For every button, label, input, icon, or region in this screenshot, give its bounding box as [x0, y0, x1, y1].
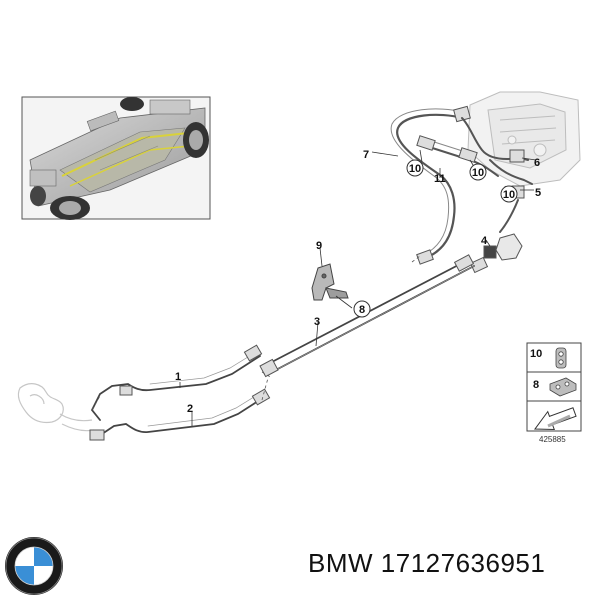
part-caption: BMW 17127636951 [308, 548, 545, 579]
svg-text:10: 10 [409, 163, 421, 175]
circled-callouts: 10 10 10 8 [353, 159, 518, 318]
leader-lines [179, 149, 537, 426]
radiator-ghost [17, 383, 95, 432]
part-4-valve [469, 233, 523, 274]
legend-item-10: 10 [530, 348, 542, 360]
callout-3: 3 [314, 316, 320, 328]
legend-item-8: 8 [533, 379, 539, 391]
legend-box: 10 8 425885 [526, 342, 582, 444]
holder-icon [549, 377, 577, 397]
callout-4: 4 [481, 235, 488, 247]
cooler-housing [467, 91, 581, 187]
pipe-7 [390, 108, 464, 260]
pipe-2 [101, 391, 267, 435]
circled-callout-8: 8 [353, 300, 371, 318]
circled-callout-10-c: 10 [500, 185, 518, 203]
reference-number: 425885 [539, 435, 566, 444]
svg-text:10: 10 [472, 167, 484, 179]
vehicle-inset [21, 96, 211, 220]
clip-icon [555, 347, 567, 369]
bracket-9 [311, 263, 349, 301]
part-number: 17127636951 [380, 548, 546, 578]
callout-labels: 7 11 6 5 4 9 3 1 2 [175, 149, 541, 415]
pipe-3 [267, 259, 475, 373]
callout-7: 7 [363, 149, 369, 161]
callout-11: 11 [434, 173, 446, 185]
pipe-3-ends [259, 254, 475, 378]
circled-callout-10-b: 10 [469, 163, 487, 181]
brand-name: BMW [308, 548, 374, 578]
callout-2: 2 [187, 403, 193, 415]
callout-9: 9 [316, 240, 322, 252]
callout-5: 5 [535, 187, 541, 199]
svg-text:10: 10 [503, 189, 515, 201]
callout-1: 1 [175, 371, 181, 383]
pipe-1-2-fittings [89, 344, 271, 441]
circled-callout-10-a: 10 [406, 159, 424, 177]
bmw-roundel-icon [5, 537, 63, 595]
callout-6: 6 [534, 157, 540, 169]
svg-text:8: 8 [359, 304, 365, 316]
arrow-icon [533, 407, 577, 430]
pipe-1 [90, 351, 261, 421]
dashed-connectors [91, 255, 421, 411]
pipe-5-6 [461, 117, 533, 233]
pipe-7-fittings [416, 105, 471, 265]
